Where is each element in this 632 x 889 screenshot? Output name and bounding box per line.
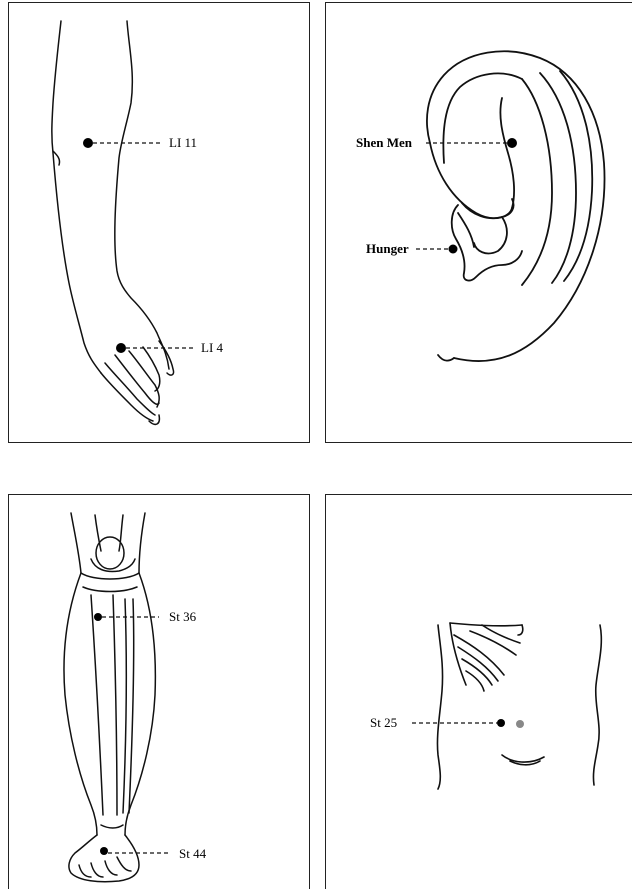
arm-illustration [9,3,310,443]
leg-panel: St 36 St 44 [8,494,310,889]
abdomen-panel: St 25 [325,494,632,889]
leg-illustration [9,495,310,889]
point-label-li4: LI 4 [201,341,223,354]
point-label-hunger: Hunger [366,242,409,255]
point-label-st25: St 25 [370,716,397,729]
point-label-shenmen: Shen Men [356,136,412,149]
point-label-li11: LI 11 [169,136,197,149]
point-shenmen-marker [507,138,517,148]
point-st36-marker [94,613,102,621]
point-label-st44: St 44 [179,847,206,860]
ear-panel: Shen Men Hunger [325,2,632,443]
abdomen-illustration [326,495,632,889]
point-st25-left-marker [497,719,505,727]
point-label-st36: St 36 [169,610,196,623]
point-li11-marker [83,138,93,148]
ear-illustration [326,3,632,443]
arm-panel: LI 11 LI 4 [8,2,310,443]
point-st25-right-marker [516,720,524,728]
point-st44-marker [100,847,108,855]
point-li4-marker [116,343,126,353]
point-hunger-marker [449,245,458,254]
